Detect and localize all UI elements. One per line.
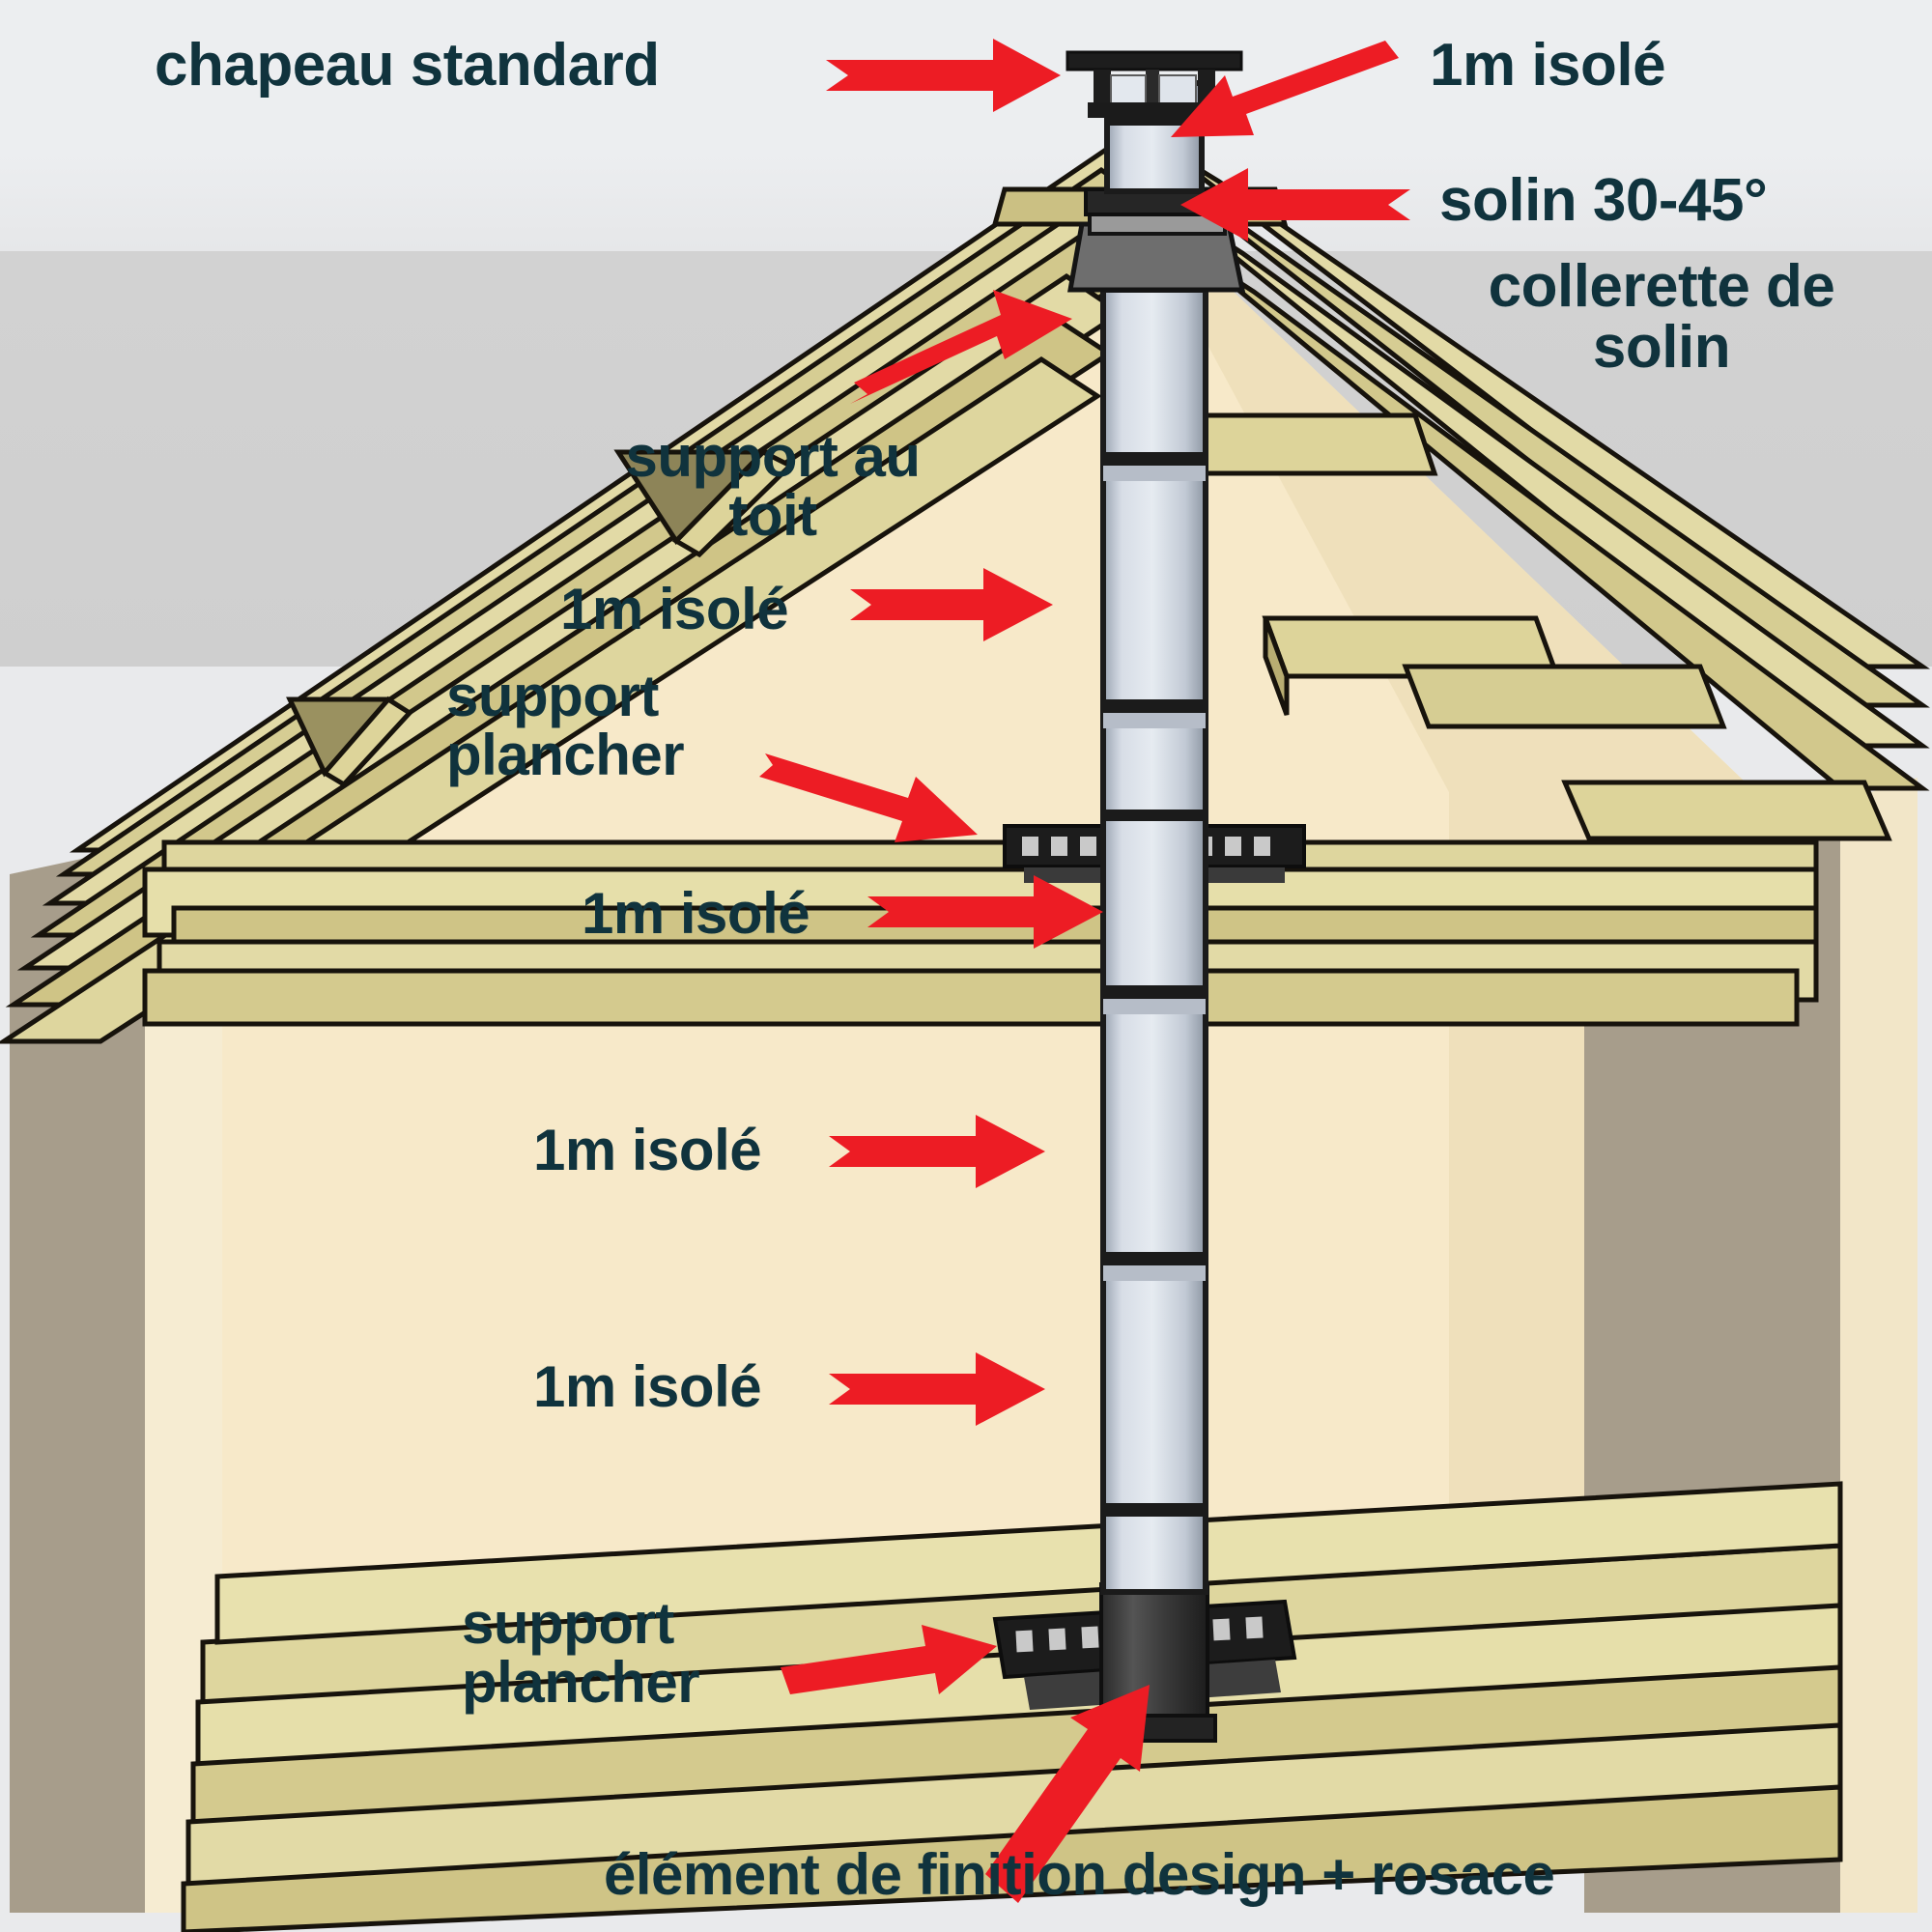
label-1m-isole-low: 1m isolé bbox=[533, 1354, 762, 1419]
attic-floor-structure bbox=[142, 839, 1819, 1027]
roof-right-purlins bbox=[1146, 412, 1892, 841]
label-collerette-line2: solin bbox=[1592, 314, 1731, 382]
conduit-isole-pipe bbox=[1100, 287, 1208, 1595]
arrow-chapeau-standard bbox=[826, 39, 1061, 112]
label-collerette-line1: collerette de bbox=[1488, 253, 1835, 320]
label-1m-isole-top: 1m isolé bbox=[1430, 32, 1666, 99]
label-support-au-toit-line1: support au bbox=[625, 424, 922, 489]
pipe-joint-shadows bbox=[1103, 466, 1206, 1281]
solin-flashing bbox=[1067, 213, 1246, 293]
label-chapeau-standard: chapeau standard bbox=[155, 32, 660, 99]
arrow-solin bbox=[1180, 168, 1410, 242]
arrow-element-finition bbox=[985, 1685, 1150, 1903]
roof-right-slope bbox=[1157, 142, 1931, 791]
support-au-toit-bracket-lower bbox=[286, 696, 413, 788]
label-element-finition: élément de finition design + rosace bbox=[604, 1842, 1555, 1907]
label-support-plancher-upper: support plancher bbox=[446, 664, 685, 788]
arrow-support-au-toit bbox=[850, 290, 1072, 404]
arrow-1m-isole-top bbox=[1171, 41, 1399, 137]
label-support-plancher-lower-line1: support bbox=[462, 1591, 674, 1656]
pipe-joint-bands bbox=[1100, 452, 1208, 1517]
label-support-plancher-upper-line2: plancher bbox=[446, 723, 685, 788]
label-collerette-de-solin: collerette de solin bbox=[1410, 253, 1913, 382]
label-1m-isole-attic: 1m isolé bbox=[560, 577, 789, 641]
sky-upper-band bbox=[0, 0, 1932, 251]
label-support-au-toit: support au toit bbox=[580, 424, 966, 549]
annotation-arrows bbox=[759, 39, 1410, 1903]
label-support-plancher-upper-line1: support bbox=[446, 664, 659, 728]
arrow-1m-isole-mid bbox=[829, 1115, 1045, 1188]
arrow-1m-isole-ceiling bbox=[867, 875, 1103, 949]
arrow-support-plancher-upper bbox=[759, 753, 978, 842]
label-1m-isole-ceiling: 1m isolé bbox=[582, 881, 810, 946]
arrow-1m-isole-low bbox=[829, 1352, 1045, 1426]
label-1m-isole-mid: 1m isolé bbox=[533, 1118, 762, 1182]
label-support-au-toit-line2: toit bbox=[728, 483, 817, 549]
support-au-toit-bracket-upper bbox=[613, 448, 795, 558]
arrow-support-plancher-lower bbox=[781, 1625, 997, 1694]
label-support-plancher-lower-line2: plancher bbox=[462, 1650, 700, 1716]
arrow-1m-isole-attic bbox=[850, 568, 1053, 641]
label-solin: solin 30-45° bbox=[1439, 167, 1768, 234]
label-support-plancher-lower: support plancher bbox=[462, 1591, 700, 1716]
